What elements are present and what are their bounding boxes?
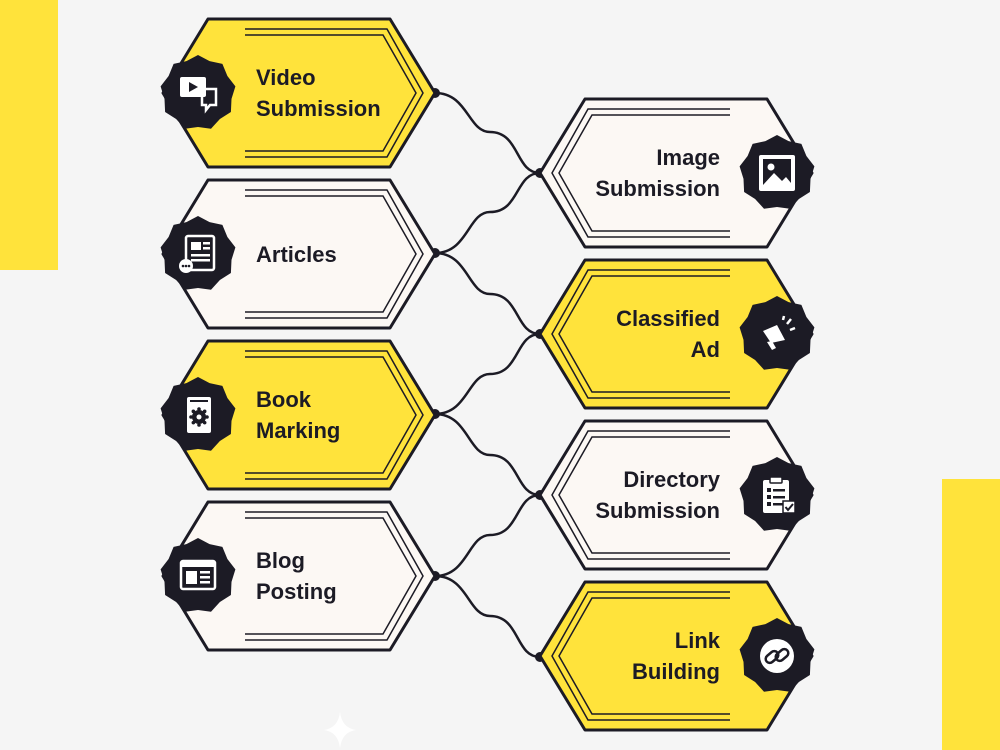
right-step-label-line-2: Ad	[690, 337, 720, 362]
right-step-label-line-1: Classified	[616, 306, 720, 331]
left-step-label-line-2: Marking	[256, 418, 341, 443]
right-step-label-line-1: Link	[674, 628, 720, 653]
connector-lines	[434, 91, 541, 659]
right-icon-badge	[739, 457, 815, 531]
right-accent-bar	[942, 479, 1000, 750]
right-step-label-line-2: Submission	[595, 498, 720, 523]
right-step-card	[538, 580, 814, 732]
megaphone-icon	[763, 315, 796, 350]
right-step-label-line-1: Image	[656, 145, 720, 170]
left-icon-badge	[160, 216, 236, 290]
left-accent-bar	[0, 0, 58, 270]
left-step-label-line-1: Articles	[256, 241, 337, 267]
left-step-label-line-1: Book	[256, 387, 311, 412]
video-chat-icon	[180, 77, 218, 114]
right-step-card	[538, 258, 814, 410]
left-step-card	[161, 500, 437, 652]
left-step-label-line-2: Submission	[256, 96, 381, 121]
clipboard-list-icon	[763, 476, 796, 514]
left-icon-badge	[160, 538, 236, 612]
link-icon	[760, 639, 794, 673]
right-icon-badge	[739, 618, 815, 692]
right-icon-badge	[739, 296, 815, 370]
right-step-card	[538, 97, 814, 249]
left-step-label-line-1: Video	[256, 65, 316, 90]
browser-blog-icon	[179, 559, 217, 591]
left-icon-badge	[160, 55, 236, 129]
right-step-card	[538, 419, 814, 571]
article-icon	[179, 234, 216, 273]
right-step-label-line-2: Building	[632, 659, 720, 684]
right-step-label-line-2: Submission	[595, 176, 720, 201]
right-icon-badge	[739, 135, 815, 209]
book-gear-icon	[187, 397, 211, 433]
left-step-label-line-1: Blog	[256, 548, 305, 573]
left-icon-badge	[160, 377, 236, 451]
left-step-label: Articles	[256, 214, 426, 294]
image-icon	[759, 155, 795, 191]
sparkle-icon	[324, 712, 356, 748]
left-step-label-line-2: Posting	[256, 579, 337, 604]
right-step-label-line-1: Directory	[623, 467, 720, 492]
